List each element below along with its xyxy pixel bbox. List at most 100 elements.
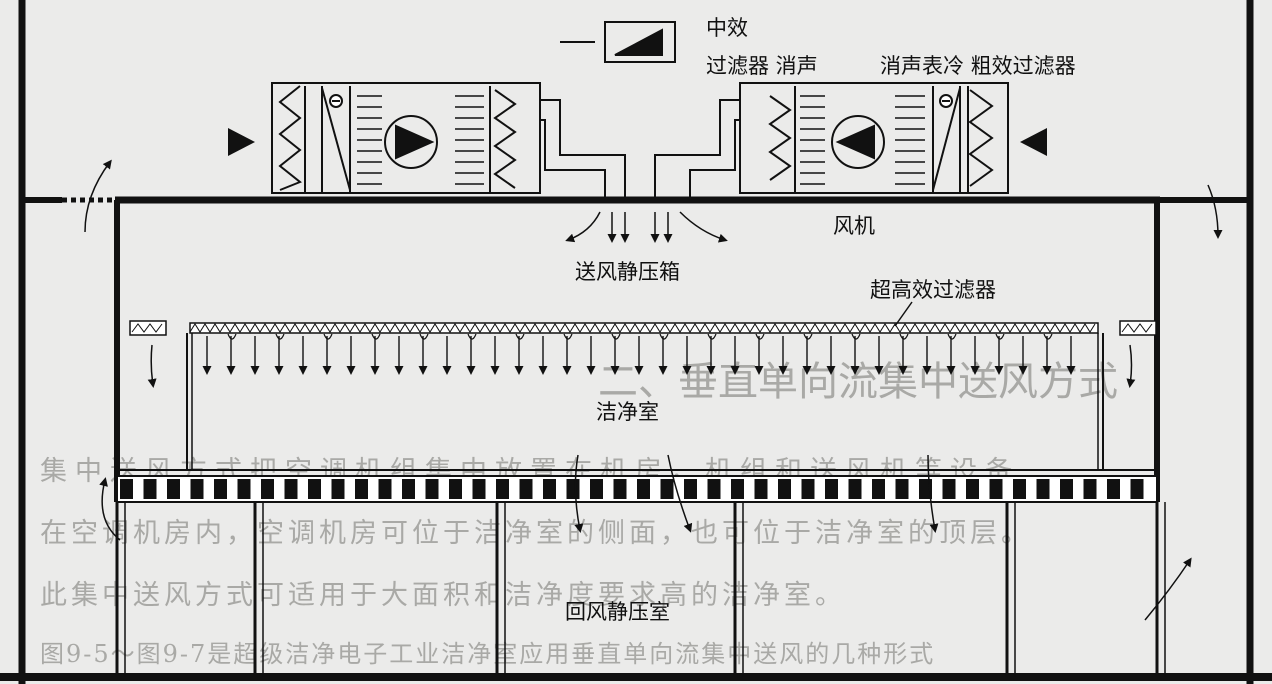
floor-grating-block [237,479,251,499]
label-cleanroom: 洁净室 [596,400,659,424]
background-text-line: 图9-5～图9-7是超级洁净电子工业洁净室应用垂直单向流集中送风的几种形式 [40,640,936,668]
hepa-leader-line [894,301,913,327]
downflow-arrows [202,333,1076,375]
floor-grating-block [590,479,603,499]
fan-icon [384,115,438,169]
return-plenum-columns [115,502,1166,677]
left-silencer-fins [455,95,484,185]
floor-grating-block [143,479,157,499]
hepa-filter-strip [189,322,1099,334]
filter-clip [563,333,573,340]
floor-grating-block [120,479,133,499]
left-mid-filter [489,86,517,193]
label-fan: 风机 [833,214,875,238]
filter-clip [899,333,909,340]
right-air-handling-unit [739,82,1009,194]
filter-clip [419,333,429,340]
floor-grating-block [1013,479,1026,499]
floor-grating-block [801,479,815,499]
filter-clip [1043,333,1053,340]
filter-clip [227,333,237,340]
floor-grating-block [167,479,180,499]
filter-clip [851,333,861,340]
floor-grating-block [378,479,392,499]
floor-grating-block [1107,479,1120,499]
floor-grating-block [449,479,462,499]
floor-grating-block [425,479,439,499]
filter-clip [515,333,525,340]
cleanroom-envelope [114,196,1160,502]
filter-clip [995,333,1005,340]
label-hepa-filter: 超高效过滤器 [870,278,996,302]
filter-clip [947,333,957,340]
floor-grating-block [778,479,791,499]
floor-grating-block [966,479,979,499]
filter-clip [611,333,621,340]
raised-floor-grating [116,475,1158,503]
fan-icon [831,115,885,169]
filter-clip [707,333,717,340]
label-silencer-cooling-coarse-filter: 消声表冷 粗效过滤器 [880,54,1076,78]
floor-grating-block [613,479,627,499]
floor-grating-block [942,479,956,499]
floor-grating-block [190,479,204,499]
plenum-supply-arrows [565,211,728,243]
filter-clip [275,333,285,340]
filter-clip [755,333,765,340]
right-silencer-fins [800,95,825,185]
floor-grating-block [754,479,768,499]
floor-grating-block [261,479,274,499]
label-return-plenum: 回风静压室 [565,600,670,624]
floor-grating-block [472,479,486,499]
hepa-filter-pleats [189,323,1096,333]
left-coil-fins [357,95,382,185]
right-coil-fins [895,95,925,185]
hepa-filter-layer [129,320,1157,336]
floor-grating-block [989,479,1003,499]
air-intake-arrow-left [228,128,255,156]
floor-grating-block [566,479,580,499]
background-text-line: 在空调机房内，空调机房可位于洁净室的侧面，也可位于洁净室的顶层。 [40,518,1032,549]
floor-grating-block [308,479,321,499]
label-mid-efficiency: 中效 [706,16,748,40]
supply-ducts [540,99,740,204]
floor-grating-block [637,479,650,499]
floor-grating-block [543,479,556,499]
floor-grating-block [825,479,838,499]
return-air-arrows [84,159,1223,621]
floor-grating-block [331,479,345,499]
floor-grating-block [284,479,298,499]
floor-grating-block [660,479,674,499]
floor-grating-block [1036,479,1050,499]
floor-grating-block [848,479,862,499]
floor-grating-block [872,479,885,499]
edge-filter-left-pleats [131,323,163,333]
floor-grating-block [895,479,909,499]
floor-grating-block [1130,479,1144,499]
floor-grating-block [402,479,415,499]
floor-grating-block [731,479,744,499]
filter-clip [803,333,813,340]
mid-filter-legend-icon [560,21,676,63]
air-intake-arrow-right [1020,128,1047,156]
background-text-line: 此集中送风方式可适用于大面积和洁净度要求高的洁净室。 [40,580,846,611]
floor-grating-block [707,479,721,499]
label-supply-plenum: 送风静压箱 [575,260,680,284]
label-filter-silencer: 过滤器 消声 [706,54,818,78]
edge-filter-right-pleats [1121,323,1153,333]
floor-grating-block [496,479,509,499]
left-air-handling-unit [271,82,541,194]
floor-grating-block [214,479,227,499]
filter-clip [467,333,477,340]
floor-grating-block [519,479,533,499]
floor-grating-block [1060,479,1073,499]
filter-clip [659,333,669,340]
floor-grating-block [355,479,368,499]
floor-grating-block [684,479,697,499]
floor-grating-block [1083,479,1097,499]
filter-clip [323,333,333,340]
filter-clip [371,333,381,340]
